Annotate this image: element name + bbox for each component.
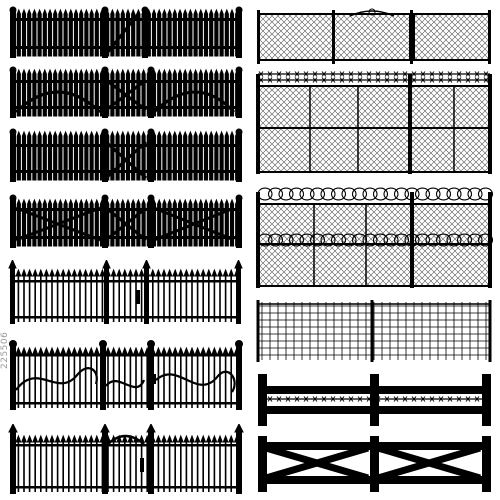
picket-fence-crossed-gate	[9, 128, 243, 182]
chain-link-fence-arched-gate	[257, 8, 491, 64]
post-rail-fence-x-braced	[258, 436, 491, 492]
chain-link-fence-barbed-wire	[256, 71, 492, 174]
picket-fence-gate-diagonal	[9, 6, 243, 58]
picket-fence-arched-crossed	[9, 66, 243, 118]
chain-link-fence-razor-wire	[256, 187, 494, 288]
spear-fence-gate	[8, 260, 243, 324]
picket-fence-x-braced	[9, 194, 243, 248]
wire-mesh-fence	[256, 300, 492, 362]
stock-watermark: 225506	[0, 331, 10, 369]
spear-fence-arched-gate	[8, 424, 244, 494]
ornate-iron-fence-scrolls	[9, 340, 243, 410]
post-rail-fence-barbed	[258, 374, 491, 426]
